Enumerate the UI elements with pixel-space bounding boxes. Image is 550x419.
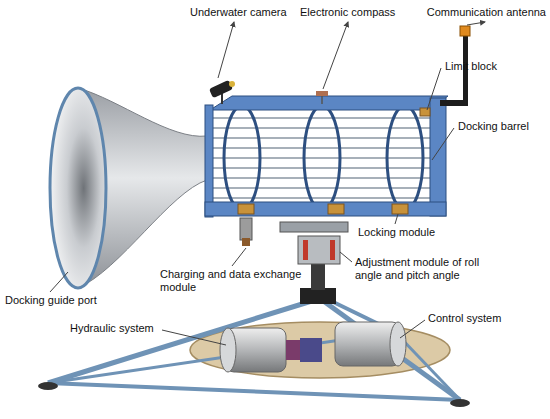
part-label: Hydraulic system xyxy=(70,322,154,335)
part-label: Charging and data exchange module xyxy=(160,268,310,294)
part-label: Underwater camera xyxy=(190,6,287,19)
part-label: Communication antenna xyxy=(427,6,546,19)
part-label: Control system xyxy=(428,312,501,325)
part-label: Limit block xyxy=(445,60,497,73)
part-label: Electronic compass xyxy=(300,6,395,19)
part-label: Locking module xyxy=(358,226,435,239)
part-label: Docking guide port xyxy=(5,294,97,307)
part-label: Adjustment module of roll angle and pitc… xyxy=(355,256,505,282)
part-label: Docking barrel xyxy=(458,120,529,133)
